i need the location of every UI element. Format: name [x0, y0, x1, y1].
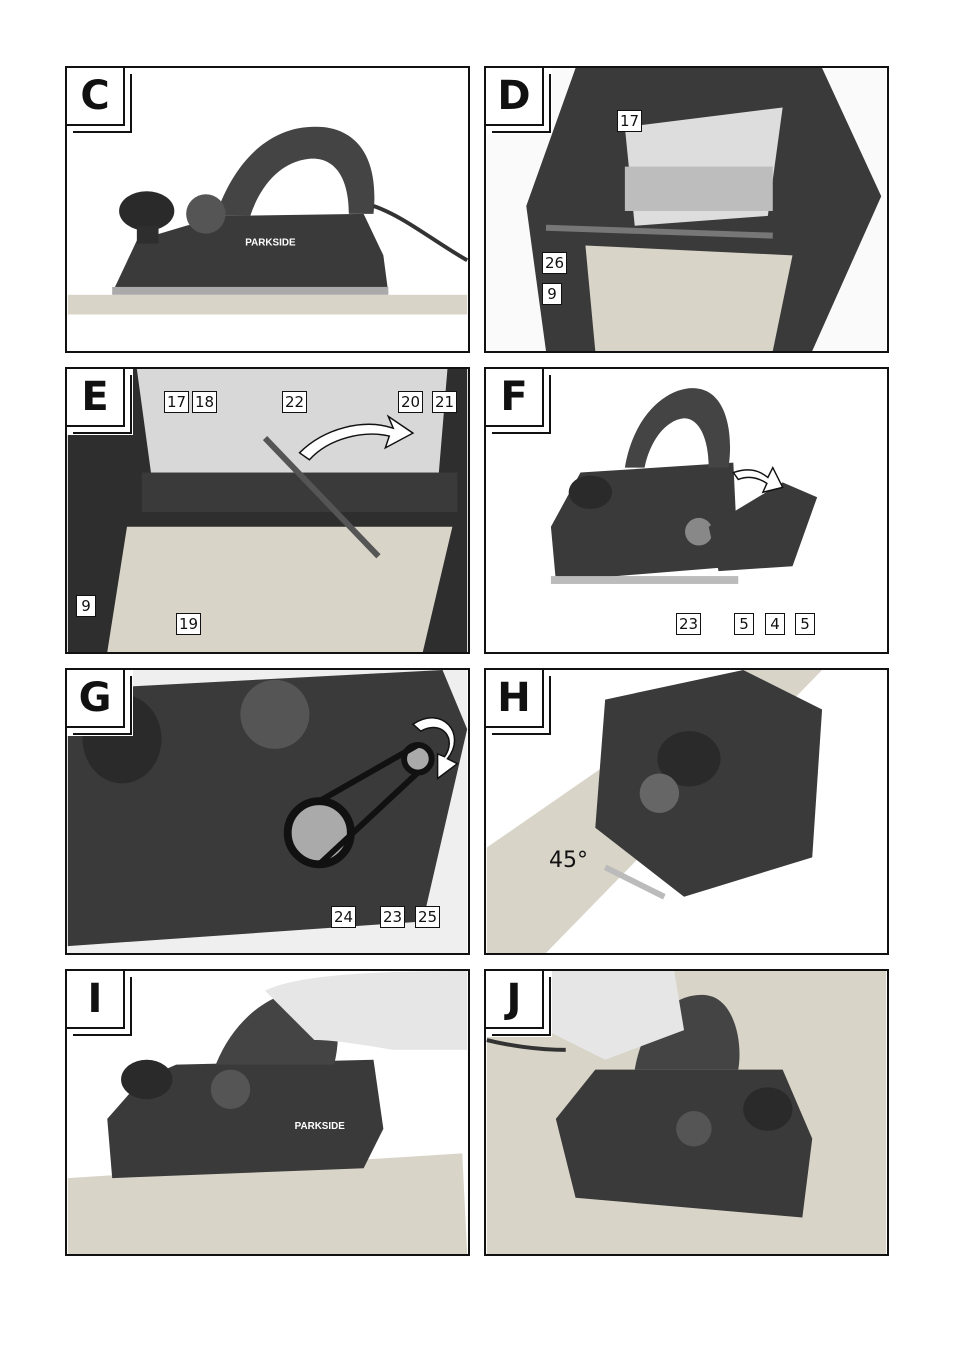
- panel-letter: E: [81, 374, 109, 420]
- panel-letter: H: [497, 675, 531, 721]
- panel-letter-tab: E: [67, 369, 132, 434]
- callout-4: 4: [765, 613, 785, 635]
- panel-letter-tab: F: [486, 369, 551, 434]
- panel-letter-tab: J: [486, 971, 551, 1036]
- planing-operation-illustration: PARKSIDE: [67, 971, 468, 1254]
- figure-panel-j: J: [484, 969, 889, 1256]
- callout-22: 22: [282, 391, 308, 413]
- callout-20: 20: [398, 391, 424, 413]
- panel-letter: F: [500, 374, 528, 420]
- callout-17: 17: [617, 110, 643, 132]
- planer-side-view-illustration: PARKSIDE: [67, 126, 468, 315]
- panel-letter: I: [87, 976, 103, 1022]
- panel-letter: J: [506, 976, 522, 1022]
- planing-operation-rear-view-illustration: [486, 971, 887, 1254]
- brand-label: PARKSIDE: [295, 1121, 346, 1132]
- figure-panel-d: D 17 26 9: [484, 66, 889, 353]
- figure-panel-c: PARKSIDE C: [65, 66, 470, 353]
- blade-drum-closeup-illustration: [486, 68, 887, 351]
- figure-panel-g: G 24 23 25: [65, 668, 470, 955]
- callout-18: 18: [192, 391, 218, 413]
- callout-21: 21: [432, 391, 458, 413]
- callout-23: 23: [380, 906, 406, 928]
- chamfering-illustration: [486, 670, 823, 953]
- panel-letter-tab: G: [67, 670, 132, 735]
- panel-letter-tab: H: [486, 670, 551, 735]
- callout-24: 24: [331, 906, 357, 928]
- callout-19: 19: [176, 613, 202, 635]
- panel-letter: G: [78, 675, 112, 721]
- callout-9: 9: [76, 595, 96, 617]
- drive-belt-illustration: [67, 670, 468, 953]
- brand-label: PARKSIDE: [245, 237, 296, 248]
- callout-17: 17: [164, 391, 190, 413]
- panel-letter: C: [80, 73, 110, 119]
- callout-25: 25: [415, 906, 441, 928]
- panel-letter: D: [497, 73, 531, 119]
- figure-panel-e: E 17 18 22 20 21 9 19: [65, 367, 470, 654]
- callout-9: 9: [542, 283, 562, 305]
- panel-letter-tab: I: [67, 971, 132, 1036]
- figure-panel-i: PARKSIDE I: [65, 969, 470, 1256]
- figure-panel-f: F 23 5 4 5: [484, 367, 889, 654]
- callout-5: 5: [734, 613, 754, 635]
- panel-letter-tab: D: [486, 68, 551, 133]
- belt-cover-removal-illustration: [550, 388, 818, 584]
- callout-23: 23: [676, 613, 702, 635]
- callout-26: 26: [542, 252, 568, 274]
- angle-label: 45°: [549, 848, 588, 873]
- figure-panel-h: H 45°: [484, 668, 889, 955]
- panel-letter-tab: C: [67, 68, 132, 133]
- callout-5: 5: [795, 613, 815, 635]
